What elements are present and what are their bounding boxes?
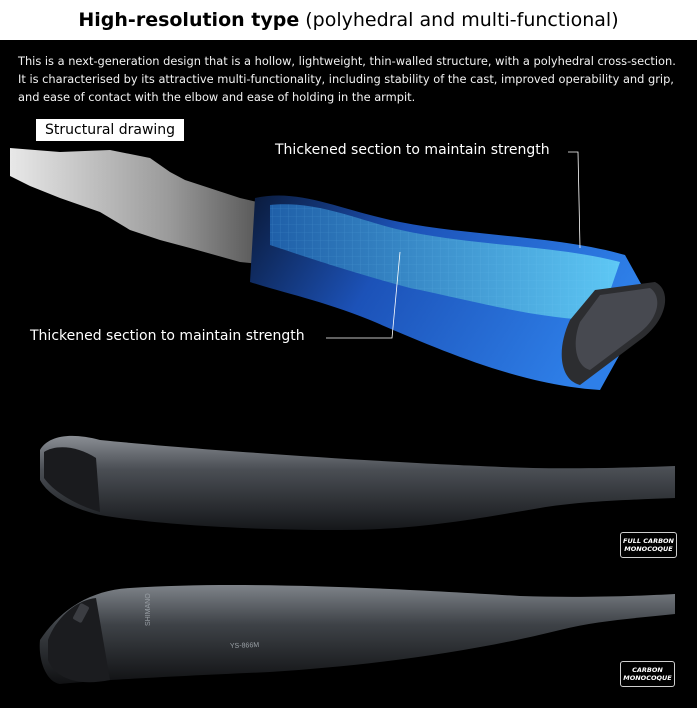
description-line-3: and ease of contact with the elbow and e… xyxy=(18,90,416,104)
callout-top: Thickened section to maintain strength xyxy=(275,142,550,158)
reel-seat-button xyxy=(48,598,110,683)
callout-line-top xyxy=(568,151,581,249)
description-line-1: This is a next-generation design that is… xyxy=(18,54,676,68)
page-title: High-resolution type (polyhedral and mul… xyxy=(0,0,697,40)
description: This is a next-generation design that is… xyxy=(18,52,690,106)
handle-photo-1 xyxy=(40,435,675,530)
description-line-2: It is characterised by its attractive mu… xyxy=(18,72,674,86)
carbon-monocoque-badge: CARBON MONOCOQUE xyxy=(620,661,675,687)
title-strong: High-resolution type xyxy=(78,9,300,31)
callout-bottom: Thickened section to maintain strength xyxy=(30,328,305,344)
badge-1-line-2: MONOCOQUE xyxy=(624,545,673,553)
title-light: (polyhedral and multi-functional) xyxy=(299,9,619,31)
callout-line-bottom xyxy=(326,251,401,339)
brand-text: SHIMANO xyxy=(145,593,152,626)
badge-1-line-1: FULL CARBON xyxy=(623,537,674,545)
model-text: YS-866M xyxy=(230,642,260,650)
structural-drawing-label: Structural drawing xyxy=(36,119,185,141)
badge-2-line-2: MONOCOQUE xyxy=(623,674,672,682)
metal-blank xyxy=(10,148,300,268)
full-carbon-monocoque-badge: FULL CARBON MONOCOQUE xyxy=(620,532,677,558)
handle-photo-2 xyxy=(39,585,676,684)
badge-2-line-1: CARBON xyxy=(632,666,663,674)
